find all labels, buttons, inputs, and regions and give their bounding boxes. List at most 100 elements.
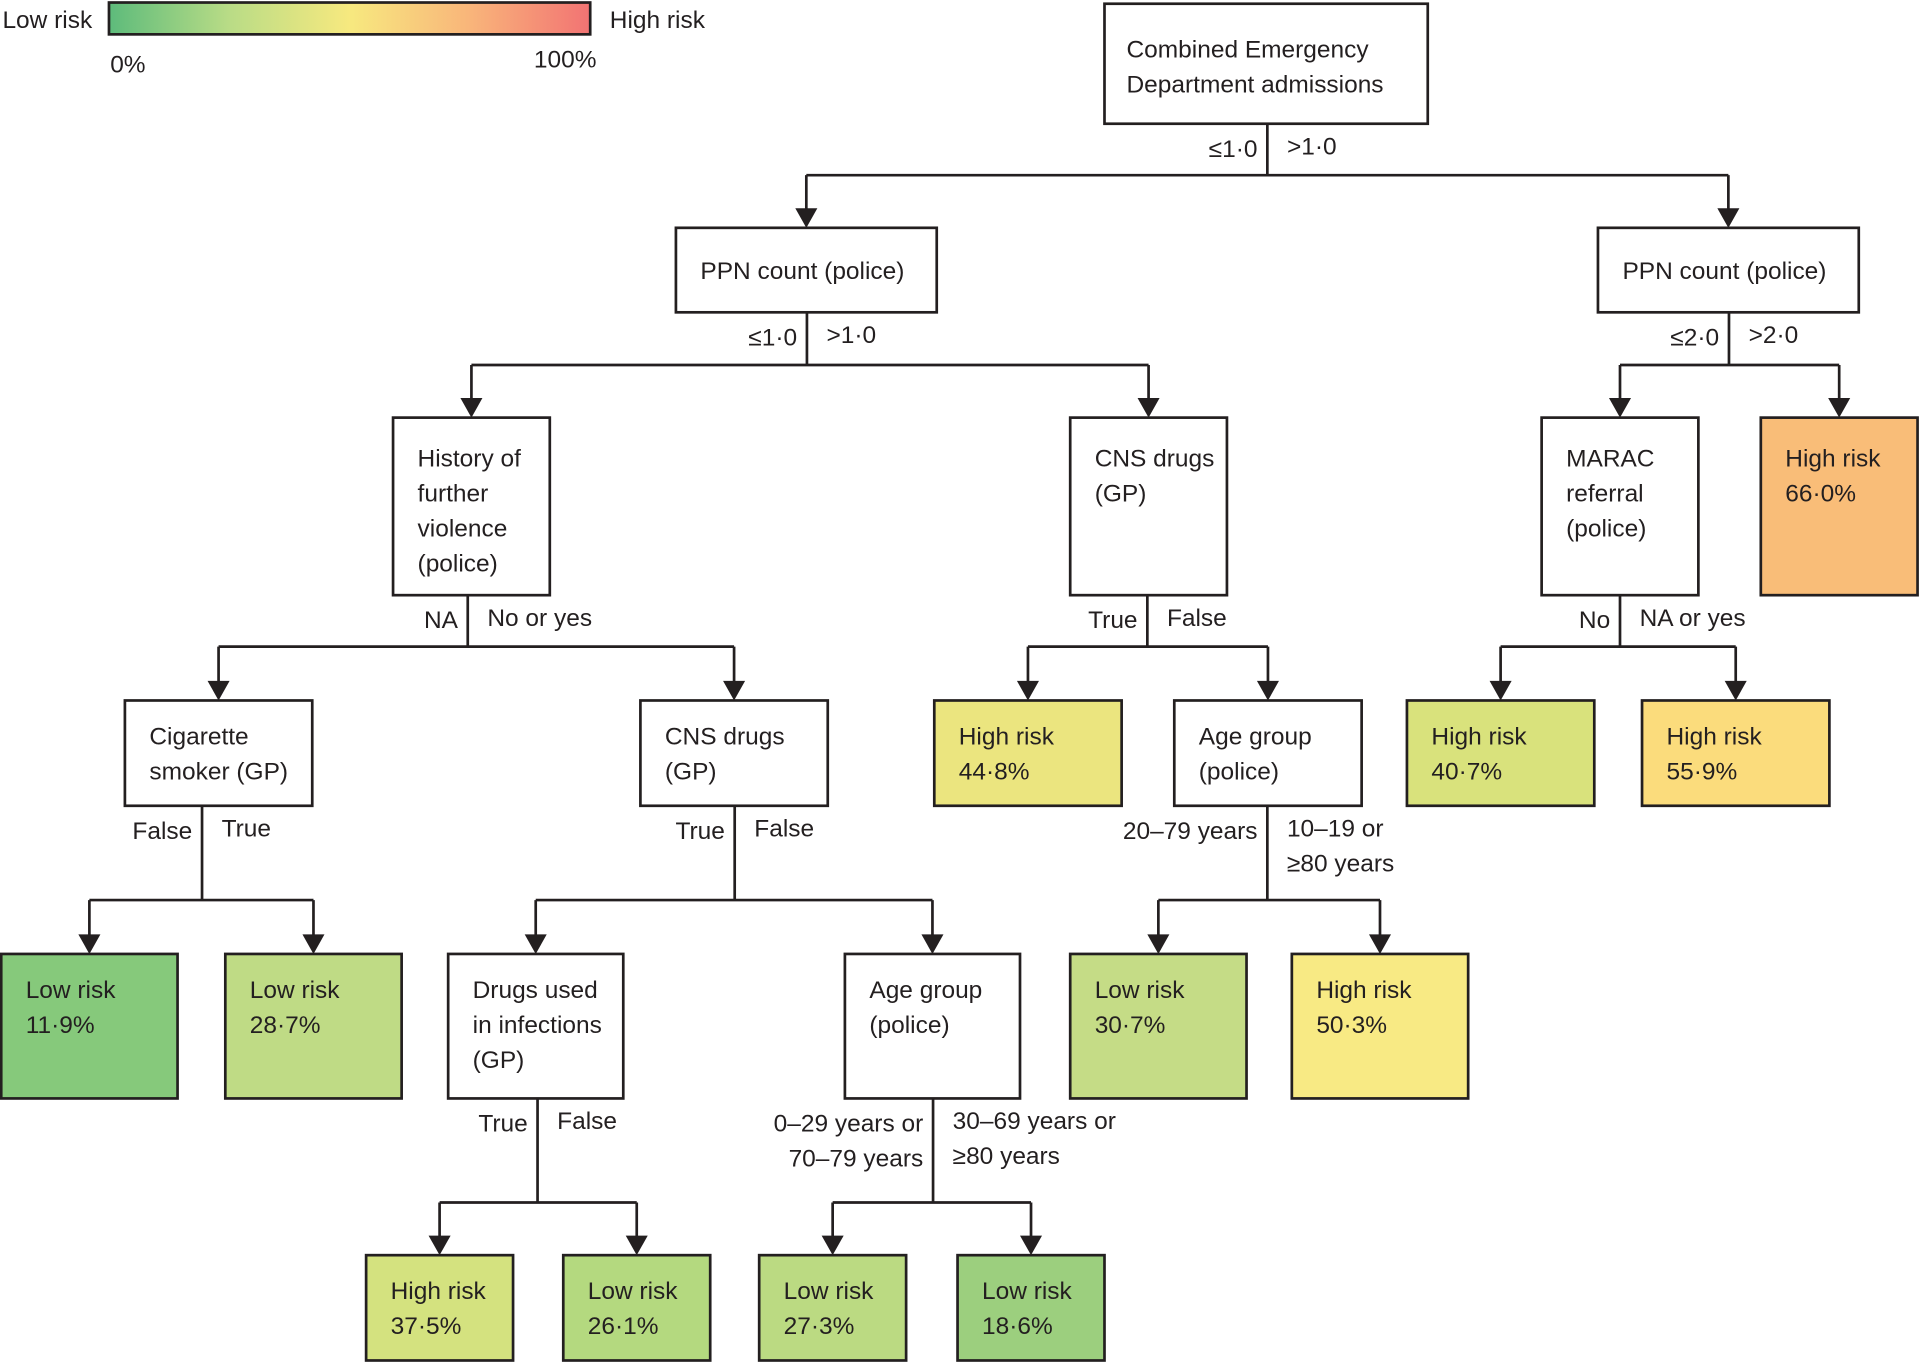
arrow-down-icon <box>302 934 325 954</box>
node-label-line: in infections <box>473 1012 602 1039</box>
node-label-line: PPN count (police) <box>700 258 904 285</box>
edge-label-left: 0–29 years or <box>774 1111 924 1138</box>
arrow-down-icon <box>1016 680 1039 701</box>
node-box <box>1290 952 1470 1100</box>
leaf-node-leaf-375: High risk 37·5% <box>364 1253 515 1362</box>
node-label-line: Age group <box>1199 724 1312 751</box>
arrow-down-icon <box>1724 680 1747 701</box>
legend-max-label: 100% <box>534 46 597 73</box>
edge-label-right: NA or yes <box>1640 605 1746 632</box>
node-box <box>123 699 314 808</box>
node-label-line: Low risk <box>250 977 341 1004</box>
split-node-age2: Age group(police) <box>843 952 1022 1100</box>
node-label-line: Low risk <box>26 977 117 1004</box>
node-label-line: Drugs used <box>473 977 598 1004</box>
arrow-down-icon <box>1137 398 1160 418</box>
node-label-line: High risk <box>1431 724 1527 751</box>
edge-label-left: 70–79 years <box>789 1145 924 1172</box>
arrow-down-icon <box>1368 934 1392 954</box>
split-node-ppn-right: PPN count (police) <box>1596 226 1861 314</box>
node-box <box>1759 416 1919 597</box>
arrow-down-icon <box>821 1235 844 1256</box>
node-label-line: 37·5% <box>391 1313 462 1340</box>
edge-label-left: 20–79 years <box>1123 818 1258 845</box>
node-label-line: Department admissions <box>1127 72 1384 99</box>
node-box <box>1405 699 1596 808</box>
node-box <box>223 952 403 1100</box>
connector-line <box>470 312 1150 403</box>
edge-label-right: 10–19 or <box>1287 815 1384 842</box>
node-label-line: 28·7% <box>250 1012 321 1039</box>
node-label-line: violence <box>418 515 508 542</box>
arrow-down-icon <box>78 934 101 954</box>
arrow-down-icon <box>524 934 547 954</box>
node-label-line: further <box>418 481 489 508</box>
connector-line <box>1026 595 1270 686</box>
node-label-line: 50·3% <box>1316 1012 1387 1039</box>
edge-label-left: ≤1·0 <box>1209 136 1258 163</box>
arrow-down-icon <box>1256 680 1279 701</box>
edge-root: ≤1·0>1·0 <box>795 123 1740 228</box>
node-label-line: Low risk <box>982 1278 1073 1305</box>
edge-label-left: False <box>132 818 192 845</box>
node-label-line: CNS drugs <box>1095 446 1215 473</box>
arrow-down-icon <box>795 208 818 228</box>
legend-min-label: 0% <box>110 51 145 78</box>
node-box <box>364 1253 515 1362</box>
node-box <box>1640 699 1831 808</box>
node-label-line: (police) <box>418 550 498 577</box>
node-label-line: PPN count (police) <box>1622 258 1826 285</box>
node-box <box>932 699 1123 808</box>
node-label-line: 11·9% <box>26 1012 95 1039</box>
node-box <box>391 416 552 597</box>
node-box <box>1068 416 1229 597</box>
arrow-down-icon <box>723 680 746 701</box>
node-box <box>956 1253 1106 1362</box>
node-label-line: MARAC <box>1566 446 1654 473</box>
edge-label-left: No <box>1579 607 1610 634</box>
split-node-cns1: CNS drugs (GP) <box>1068 416 1229 597</box>
node-label-line: High risk <box>391 1278 487 1305</box>
node-label-line: 44·8% <box>959 758 1030 785</box>
edge-label-right: False <box>754 815 814 842</box>
node-label-line: 66·0% <box>1785 481 1856 508</box>
node-box <box>561 1253 712 1362</box>
split-node-ppn-left: PPN count (police) <box>674 226 939 314</box>
leaf-node-leaf-119: Low risk 11·9% <box>0 952 179 1100</box>
node-label-line: (GP) <box>1095 481 1147 508</box>
edge-label-right: No or yes <box>487 605 592 632</box>
legend-low-label: Low risk <box>2 7 93 34</box>
node-label-line: smoker (GP) <box>149 758 288 785</box>
arrow-down-icon <box>1020 1235 1043 1256</box>
node-label-line: (police) <box>1566 515 1646 542</box>
node-box <box>1596 226 1861 314</box>
edge-age1: 20–79 years 10–19 or ≥80 years <box>1123 805 1394 954</box>
node-label-line: CNS drugs <box>665 724 785 751</box>
connector-line <box>438 1098 639 1241</box>
edge-label-left: ≤2·0 <box>1670 324 1719 351</box>
node-label-line: Low risk <box>784 1278 875 1305</box>
edge-label-left: True <box>1088 607 1137 634</box>
connector-line <box>1499 595 1738 686</box>
node-label-line: (GP) <box>665 758 717 785</box>
edge-label-left: ≤1·0 <box>748 324 797 351</box>
edge-label-right: True <box>222 815 271 842</box>
edge-label-right: ≥80 years <box>1287 850 1394 877</box>
leaf-node-leaf-287: Low risk 28·7% <box>223 952 403 1100</box>
